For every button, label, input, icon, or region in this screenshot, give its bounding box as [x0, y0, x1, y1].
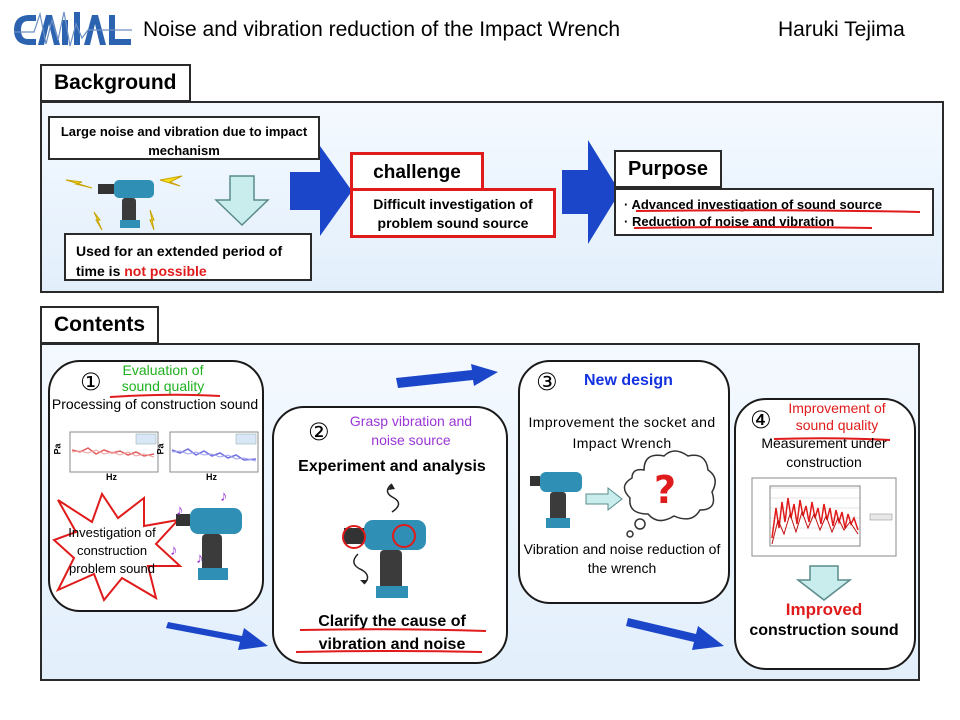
small-right-arrow-icon: [585, 486, 623, 512]
down-arrow-icon-2: [795, 565, 853, 601]
camal-logo: [14, 10, 132, 50]
thought-cloud: [620, 448, 720, 540]
step1-number: ①: [80, 369, 102, 396]
arrow-step2-to-4: [626, 610, 726, 652]
step3-number: ③: [536, 369, 558, 396]
problem-box: Large noise and vibration due to impact …: [48, 116, 320, 160]
step2-number: ②: [308, 419, 330, 446]
step1-subtitle: Processing of construction sound: [51, 396, 259, 412]
step4-title: Improvement of sound quality: [788, 400, 886, 433]
step3-result: Vibration and noise reduction of the wre…: [523, 541, 721, 576]
graph2-axis-x: Hz: [206, 472, 217, 482]
starburst-shape: [52, 491, 183, 602]
purpose-item-2: · Reduction of noise and vibration: [624, 214, 835, 229]
step4-subtitle: Measurement under construction: [761, 435, 887, 470]
wrench-photo-2: [334, 483, 434, 602]
step2-result: Clarify the cause of vibration and noise: [318, 613, 466, 653]
underline-step2: [295, 626, 496, 656]
graph2-axis-y: Pa: [155, 443, 166, 455]
spectrum-graph-2: [160, 431, 260, 484]
challenge-text: Difficult investigation of problem sound…: [373, 196, 533, 231]
step3-title: New design: [584, 372, 673, 389]
music-note-icon-1: ♪: [220, 488, 228, 505]
wrench-photo-3: [530, 466, 586, 532]
down-arrow-icon: [214, 175, 270, 227]
underline-decoration: [624, 206, 924, 234]
music-note-icon-4: ♪: [196, 550, 204, 567]
wrench-photo-1: [176, 494, 248, 586]
music-note-icon-2: ♪: [176, 502, 184, 519]
right-arrow-icon-2: [562, 140, 620, 244]
contents-tab: Contents: [40, 306, 159, 344]
step2-title: Grasp vibration and noise source: [349, 413, 473, 448]
underline-step4: [773, 432, 898, 442]
purpose-box: · Advanced investigation of sound source…: [614, 188, 934, 236]
right-arrow-icon: [290, 146, 352, 236]
consequence-emphasis: not possible: [124, 263, 207, 279]
challenge-title: challenge: [373, 162, 461, 183]
measurement-graph: [751, 477, 897, 557]
wrench-illustration: [64, 172, 188, 234]
graph1-axis-x: Hz: [106, 472, 117, 482]
purpose-item-1: · Advanced investigation of sound source: [624, 197, 883, 212]
spectrum-graph-1: [58, 431, 159, 484]
underline-step1: [109, 388, 230, 398]
consequence-box: Used for an extended period of time is n…: [64, 233, 312, 281]
music-note-icon-3: ♪: [170, 542, 178, 559]
author-name: Haruki Tejima: [778, 18, 905, 41]
step3-subtitle: Improvement the socket and Impact Wrench: [528, 414, 716, 451]
step4-result-emphasis: Improved: [785, 600, 863, 619]
arrow-step1-to-2: [166, 612, 268, 652]
step1-title: Evaluation of sound quality: [121, 362, 205, 394]
consequence-text: Used for an extended period of time is: [76, 243, 283, 279]
purpose-title: Purpose: [614, 150, 723, 188]
question-mark: ?: [654, 468, 677, 512]
step4-number: ④: [750, 407, 772, 434]
starburst-text: Investigation of construction problem so…: [68, 525, 156, 576]
step4-result: construction sound: [749, 622, 899, 639]
arrow-to-step3: [396, 364, 498, 392]
graph1-axis-y: Pa: [52, 443, 63, 455]
step2-subtitle: Experiment and analysis: [298, 458, 486, 475]
challenge-box: Difficult investigation of problem sound…: [350, 188, 556, 238]
page-title: Noise and vibration reduction of the Imp…: [143, 18, 621, 41]
background-tab: Background: [40, 64, 191, 102]
